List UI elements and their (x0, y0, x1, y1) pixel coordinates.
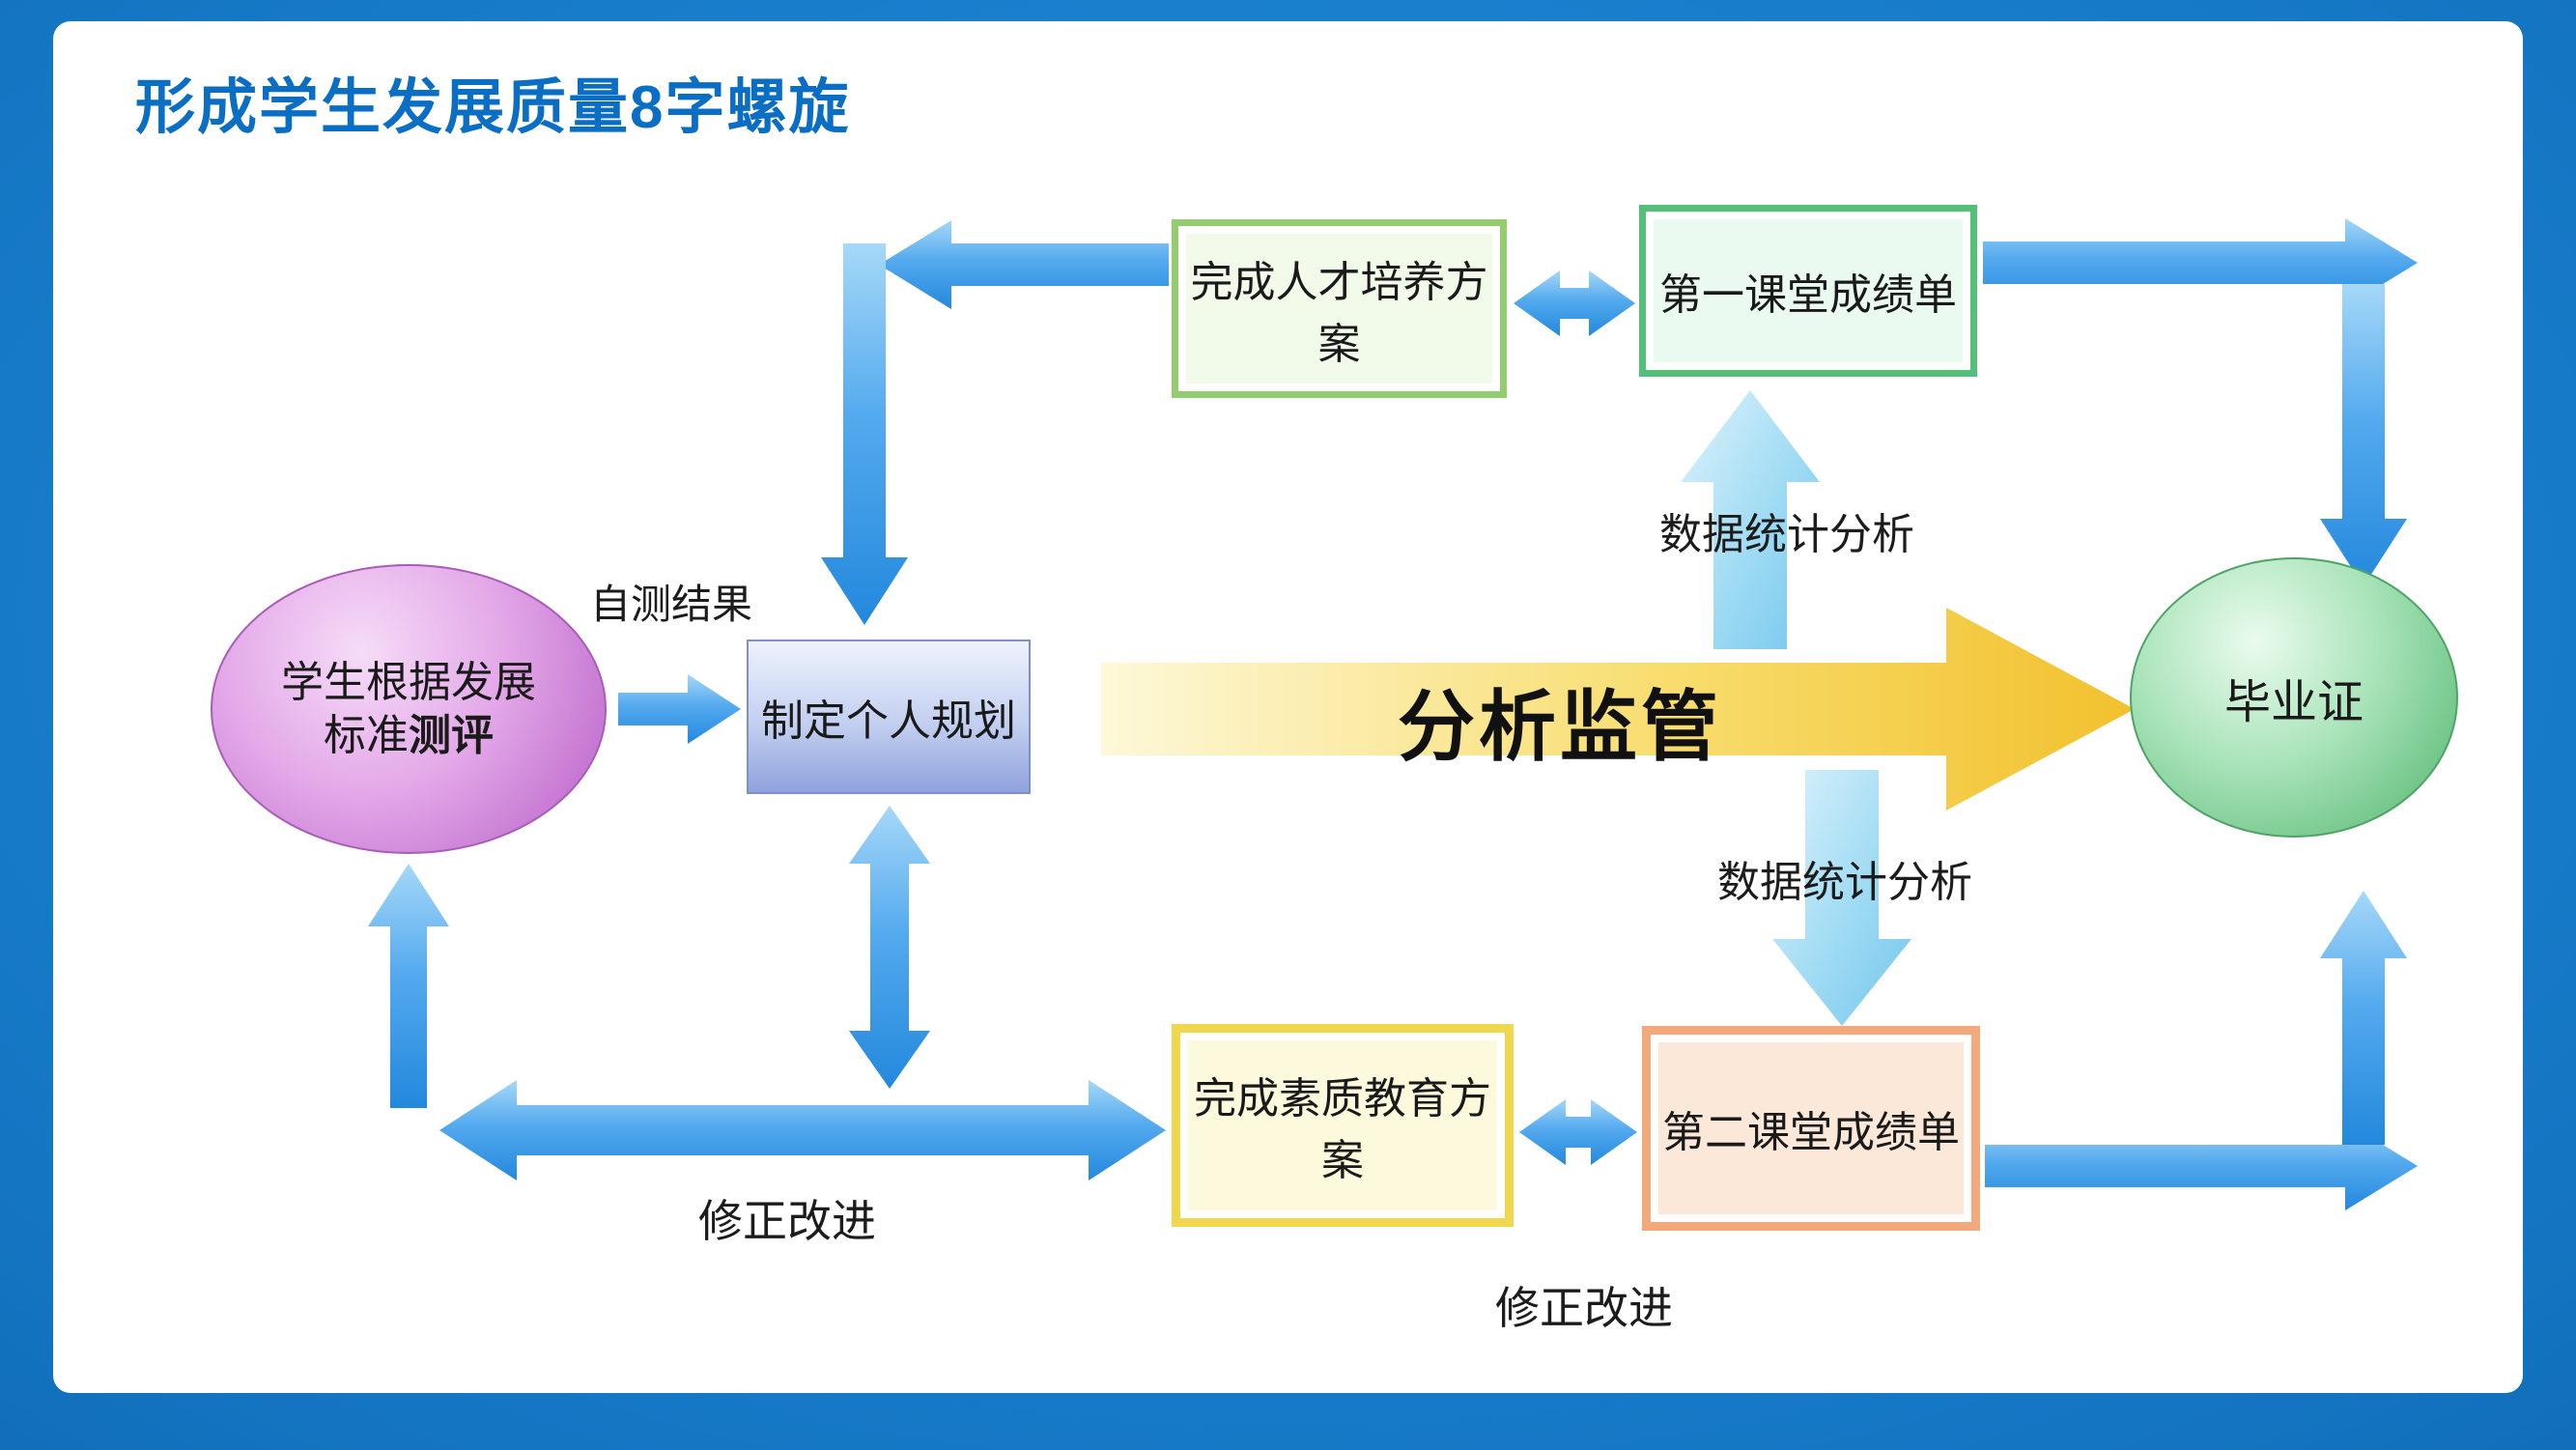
arrow-stats-down (1772, 770, 1911, 1026)
label-data-stats-bottom: 数据统计分析 (1717, 859, 1972, 906)
student-line2-normal: 标准 (324, 712, 409, 759)
node-personal-plan: 制定个人规划 (747, 640, 1031, 794)
talent-plan-label: 完成人才培养方案 (1190, 258, 1488, 368)
label-analysis-supervision: 分析监管 (1398, 684, 1722, 770)
personal-plan-label: 制定个人规划 (761, 697, 1016, 745)
quality-plan-label: 完成素质教育方案 (1194, 1075, 1491, 1184)
arrow-analysis-yellow (1101, 608, 2135, 810)
student-line1: 学生根据发展 (281, 659, 536, 706)
label-revise-improve-left: 修正改进 (698, 1196, 876, 1246)
arrow-student-to-plan (618, 674, 741, 744)
second-class-label: 第二课堂成绩单 (1662, 1109, 1960, 1156)
arrow-stats-up (1681, 390, 1820, 649)
arrow-revise-double (439, 1080, 1166, 1180)
diagram-panel: 形成学生发展质量8字螺旋 学生根据发展 标准测评 制定个人规划 完成人才培养方案… (53, 21, 2523, 1393)
arrow-first-to-right (1983, 218, 2418, 307)
node-quality-plan: 完成素质教育方案 (1172, 1024, 1514, 1227)
node-diploma: 毕业证 (2130, 557, 2458, 838)
label-data-stats-top: 数据统计分析 (1659, 511, 1914, 558)
node-second-class-transcript: 第二课堂成绩单 (1642, 1026, 1980, 1231)
arrow-second-to-right (1985, 1122, 2418, 1210)
label-self-test-result: 自测结果 (589, 582, 752, 627)
diploma-label: 毕业证 (2223, 677, 2364, 728)
arrow-plan-vertical-double (849, 806, 930, 1089)
page-title: 形成学生发展质量8字螺旋 (135, 74, 851, 141)
arrow-up-to-student (368, 864, 449, 1108)
arrows-layer (368, 218, 2418, 1210)
arrow-down-to-diploma (2320, 284, 2407, 586)
student-line2: 标准测评 (324, 709, 494, 762)
label-revise-improve-bottom: 修正改进 (1495, 1283, 1673, 1333)
student-line2-bold: 测评 (409, 712, 494, 759)
first-class-label: 第一课堂成绩单 (1659, 271, 1957, 319)
node-first-class-transcript: 第一课堂成绩单 (1639, 205, 1977, 377)
node-talent-plan: 完成人才培养方案 (1172, 219, 1507, 398)
arrow-up-to-diploma (2320, 891, 2407, 1145)
arrow-talent-to-left (879, 220, 1169, 309)
arrow-down-to-plan (821, 243, 908, 625)
node-student-assessment: 学生根据发展 标准测评 (211, 564, 607, 854)
arrow-talent-first-double (1514, 270, 1635, 336)
arrow-quality-second-double (1519, 1099, 1637, 1165)
